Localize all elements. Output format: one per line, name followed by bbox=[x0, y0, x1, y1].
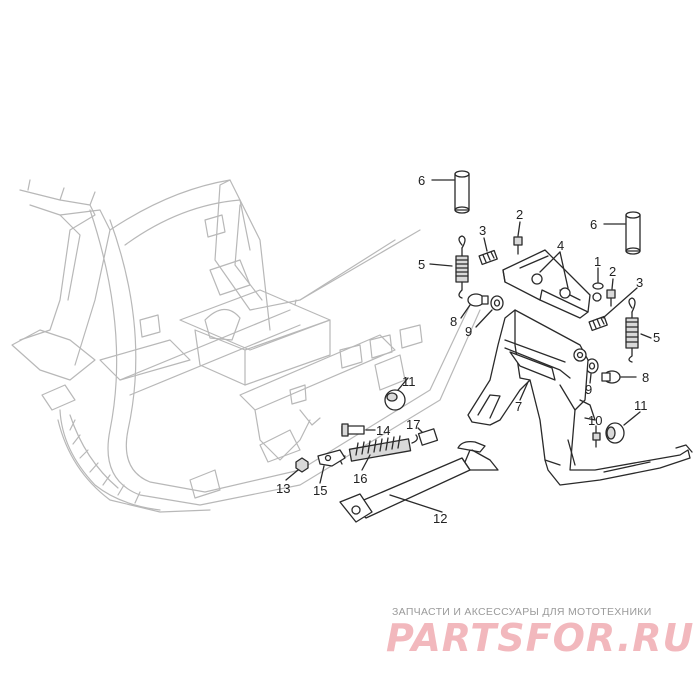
side-stand-bushing bbox=[417, 428, 439, 446]
callout-11: 11 bbox=[402, 374, 416, 389]
scooter-frame bbox=[11, 179, 481, 513]
switch-plate bbox=[317, 449, 346, 467]
buffer-right bbox=[601, 370, 621, 384]
side-stand bbox=[339, 440, 499, 523]
center-stand bbox=[467, 309, 693, 486]
callout-16: 16 bbox=[353, 471, 367, 486]
callout-9: 9 bbox=[465, 324, 472, 339]
watermark-tagline: ЗАПЧАСТИ И АКСЕССУАРЫ ДЛЯ МОТОТЕХНИКИ bbox=[392, 606, 652, 618]
callout-1: 1 bbox=[594, 254, 601, 269]
leader-lines bbox=[285, 179, 652, 513]
bolt-left bbox=[513, 236, 523, 255]
return-spring-left bbox=[455, 235, 469, 299]
callout-11: 11 bbox=[634, 398, 648, 413]
callout-8: 8 bbox=[450, 314, 457, 329]
callout-2: 2 bbox=[516, 207, 523, 222]
bolt-right bbox=[606, 289, 616, 307]
callout-10: 10 bbox=[588, 413, 602, 428]
watermark-logo: PARTSFOR.RU bbox=[386, 616, 695, 660]
callout-3: 3 bbox=[636, 275, 643, 290]
nut bbox=[295, 457, 309, 473]
stand-pin-left bbox=[454, 170, 470, 214]
rubber-stop-right bbox=[605, 422, 625, 444]
return-spring-right bbox=[625, 297, 639, 363]
side-stand-bolt bbox=[341, 423, 365, 437]
callout-4: 4 bbox=[557, 238, 564, 253]
washer-left bbox=[490, 295, 504, 311]
callout-17: 17 bbox=[406, 417, 420, 432]
callout-labels: 6 6 2 2 3 3 4 1 5 5 8 8 9 9 7 10 11 11 1… bbox=[276, 173, 660, 526]
side-stand-spring bbox=[339, 434, 418, 465]
callout-5: 5 bbox=[653, 330, 660, 345]
callout-15: 15 bbox=[313, 483, 327, 498]
stand-pin-right bbox=[625, 211, 641, 255]
callout-6: 6 bbox=[590, 217, 597, 232]
callout-13: 13 bbox=[276, 481, 290, 496]
callout-2: 2 bbox=[609, 264, 616, 279]
stud-right bbox=[588, 315, 608, 332]
callout-7: 7 bbox=[515, 399, 522, 414]
stud-left bbox=[478, 249, 498, 266]
callout-12: 12 bbox=[433, 511, 447, 526]
buffer-left bbox=[467, 293, 489, 307]
screw bbox=[592, 432, 601, 448]
callout-3: 3 bbox=[479, 223, 486, 238]
callout-14: 14 bbox=[376, 423, 390, 438]
callout-8: 8 bbox=[642, 370, 649, 385]
rubber-stop-left bbox=[384, 389, 406, 411]
callout-6: 6 bbox=[418, 173, 425, 188]
callout-9: 9 bbox=[585, 382, 592, 397]
callout-5: 5 bbox=[418, 257, 425, 272]
parts-group: 6 6 2 2 3 3 4 1 5 5 8 8 9 9 7 10 11 11 1… bbox=[276, 170, 693, 526]
bushing bbox=[592, 282, 604, 290]
stand-mount-bracket bbox=[502, 249, 602, 319]
